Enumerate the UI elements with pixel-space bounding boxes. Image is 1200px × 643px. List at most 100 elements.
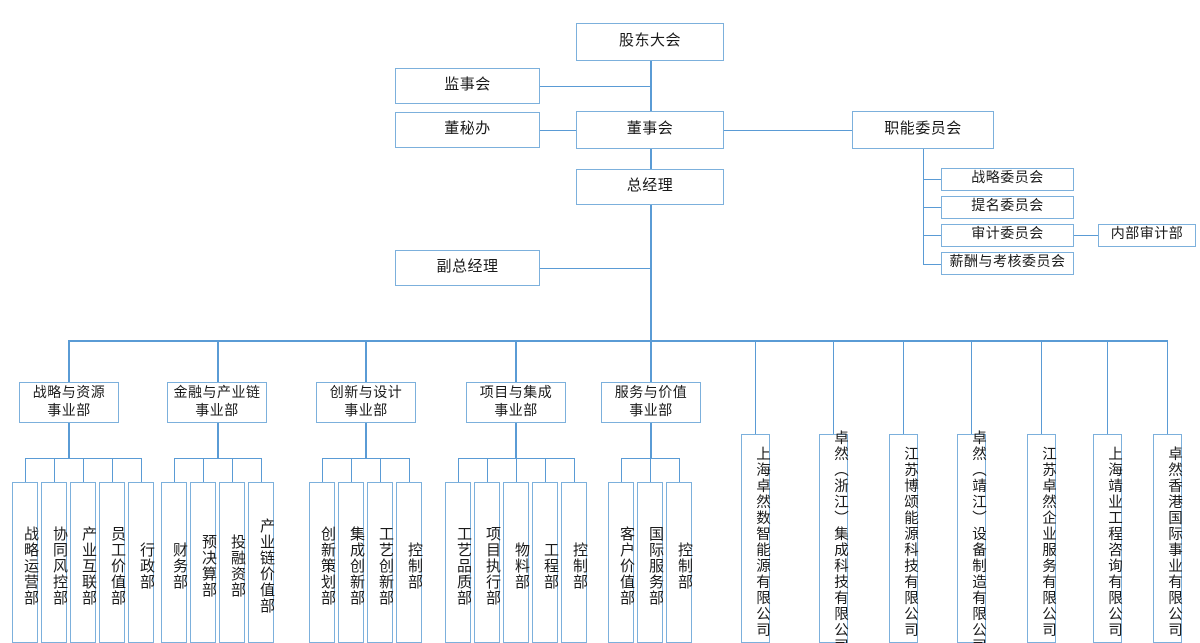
line-bus-drop-subsidiary-2: [903, 341, 904, 434]
department-box[interactable]: 工程部: [532, 482, 558, 643]
node-committee-nomination[interactable]: 提名委员会: [941, 196, 1074, 219]
division-label-line2: 事业部: [47, 403, 91, 419]
line-division-2-stem: [365, 423, 367, 458]
line-division-1-branch-1: [203, 458, 204, 482]
department-box[interactable]: 国际服务部: [637, 482, 663, 643]
node-functional-committee[interactable]: 职能委员会: [852, 111, 994, 149]
line-division-2-branch-1: [351, 458, 352, 482]
division-label-line2: 事业部: [344, 403, 388, 419]
subsidiary-box[interactable]: 卓然（浙江）集成科技有限公司: [819, 430, 848, 643]
department-box[interactable]: 集成创新部: [338, 482, 364, 643]
division-label-line1: 创新与设计: [329, 386, 403, 402]
line-division-3-branch-0: [458, 458, 459, 482]
department-box[interactable]: 项目执行部: [474, 482, 500, 643]
division-label-line1: 金融与产业链: [173, 386, 261, 402]
line-bus-drop-division-0: [68, 341, 70, 382]
department-box[interactable]: 产业链价值部: [248, 482, 274, 643]
line-bus-drop-division-3: [515, 341, 517, 382]
line-division-3-branch-1: [487, 458, 488, 482]
subsidiary-box[interactable]: 江苏卓然企业服务有限公司: [1027, 434, 1056, 643]
department-box[interactable]: 投融资部: [219, 482, 245, 643]
subsidiary-box[interactable]: 上海靖业工程咨询有限公司: [1093, 434, 1122, 643]
division-box-1[interactable]: 金融与产业链 事业部: [167, 382, 267, 423]
division-box-3[interactable]: 项目与集成 事业部: [466, 382, 566, 423]
line-division-1-stem: [217, 423, 219, 458]
line-division-4-branch-1: [650, 458, 651, 482]
line-division-1-branch-0: [174, 458, 175, 482]
node-committee-remuneration[interactable]: 薪酬与考核委员会: [941, 252, 1074, 275]
node-committee-audit[interactable]: 审计委员会: [941, 224, 1074, 247]
node-board-secretary-office[interactable]: 董秘办: [395, 112, 540, 148]
division-label-line2: 事业部: [195, 403, 239, 419]
department-box[interactable]: 产业互联部: [70, 482, 96, 643]
line-division-0-branch-2: [83, 458, 84, 482]
line-board-to-gm: [650, 149, 652, 170]
line-division-1-branch-3: [261, 458, 262, 482]
department-box[interactable]: 工艺品质部: [445, 482, 471, 643]
line-shareholders-to-board: [650, 61, 652, 111]
line-committee-strategy-stub: [923, 179, 942, 180]
department-box[interactable]: 创新策划部: [309, 482, 335, 643]
division-box-4[interactable]: 服务与价值 事业部: [601, 382, 701, 423]
subsidiary-box[interactable]: 卓然香港国际事业有限公司: [1153, 434, 1182, 643]
line-division-2-rail: [322, 458, 410, 459]
department-box[interactable]: 工艺创新部: [367, 482, 393, 643]
department-box[interactable]: 控制部: [666, 482, 692, 643]
department-box[interactable]: 员工价值部: [99, 482, 125, 643]
line-committee-spine: [923, 149, 924, 264]
node-shareholders-meeting[interactable]: 股东大会: [576, 23, 724, 61]
division-box-0[interactable]: 战略与资源 事业部: [19, 382, 119, 423]
line-committee-audit-stub: [923, 235, 942, 236]
node-internal-audit-dept[interactable]: 内部审计部: [1098, 224, 1196, 247]
line-division-3-stem: [515, 423, 517, 458]
line-main-bus: [68, 340, 1168, 342]
line-division-2-branch-3: [409, 458, 410, 482]
line-division-0-branch-3: [112, 458, 113, 482]
subsidiary-box[interactable]: 江苏博颂能源科技有限公司: [889, 434, 918, 643]
department-box[interactable]: 协同风控部: [41, 482, 67, 643]
line-gm-trunk-down: [650, 205, 652, 341]
subsidiary-box[interactable]: 卓然（靖江）设备制造有限公司: [957, 430, 986, 643]
subsidiary-box[interactable]: 上海卓然数智能源有限公司: [741, 434, 770, 643]
line-committee-nomination-stub: [923, 207, 942, 208]
node-board-of-directors[interactable]: 董事会: [576, 111, 724, 149]
division-label-line1: 服务与价值: [614, 386, 688, 402]
division-label-line1: 战略与资源: [32, 386, 106, 402]
division-label-line1: 项目与集成: [479, 386, 553, 402]
line-division-4-branch-2: [679, 458, 680, 482]
line-bus-drop-subsidiary-4: [1041, 341, 1042, 434]
line-bus-drop-division-4: [650, 341, 652, 382]
line-division-2-branch-2: [380, 458, 381, 482]
line-division-1-branch-2: [232, 458, 233, 482]
line-division-4-stem: [650, 423, 652, 458]
line-bus-drop-subsidiary-6: [1167, 341, 1168, 434]
department-box[interactable]: 控制部: [561, 482, 587, 643]
department-box[interactable]: 预决算部: [190, 482, 216, 643]
division-box-2[interactable]: 创新与设计 事业部: [316, 382, 416, 423]
line-committee-remuneration-stub: [923, 264, 942, 265]
department-box[interactable]: 物料部: [503, 482, 529, 643]
division-label-line2: 事业部: [629, 403, 673, 419]
line-board-to-functional-committee: [724, 130, 853, 131]
line-division-0-branch-0: [25, 458, 26, 482]
line-bus-drop-subsidiary-5: [1107, 341, 1108, 434]
department-box[interactable]: 财务部: [161, 482, 187, 643]
line-division-4-branch-0: [621, 458, 622, 482]
line-division-3-branch-3: [545, 458, 546, 482]
node-committee-strategy[interactable]: 战略委员会: [941, 168, 1074, 191]
node-deputy-general-manager[interactable]: 副总经理: [395, 250, 540, 286]
department-box[interactable]: 控制部: [396, 482, 422, 643]
line-division-3-branch-4: [574, 458, 575, 482]
line-bus-drop-subsidiary-1: [833, 341, 834, 434]
line-division-0-stem: [68, 423, 70, 458]
line-audit-to-internal-audit: [1074, 235, 1098, 236]
department-box[interactable]: 客户价值部: [608, 482, 634, 643]
node-general-manager[interactable]: 总经理: [576, 169, 724, 205]
division-label-line2: 事业部: [494, 403, 538, 419]
department-box[interactable]: 战略运营部: [12, 482, 38, 643]
line-deputy-gm-to-trunk: [540, 268, 651, 269]
line-division-2-branch-0: [322, 458, 323, 482]
department-box[interactable]: 行政部: [128, 482, 154, 643]
node-supervisory-board[interactable]: 监事会: [395, 68, 540, 104]
